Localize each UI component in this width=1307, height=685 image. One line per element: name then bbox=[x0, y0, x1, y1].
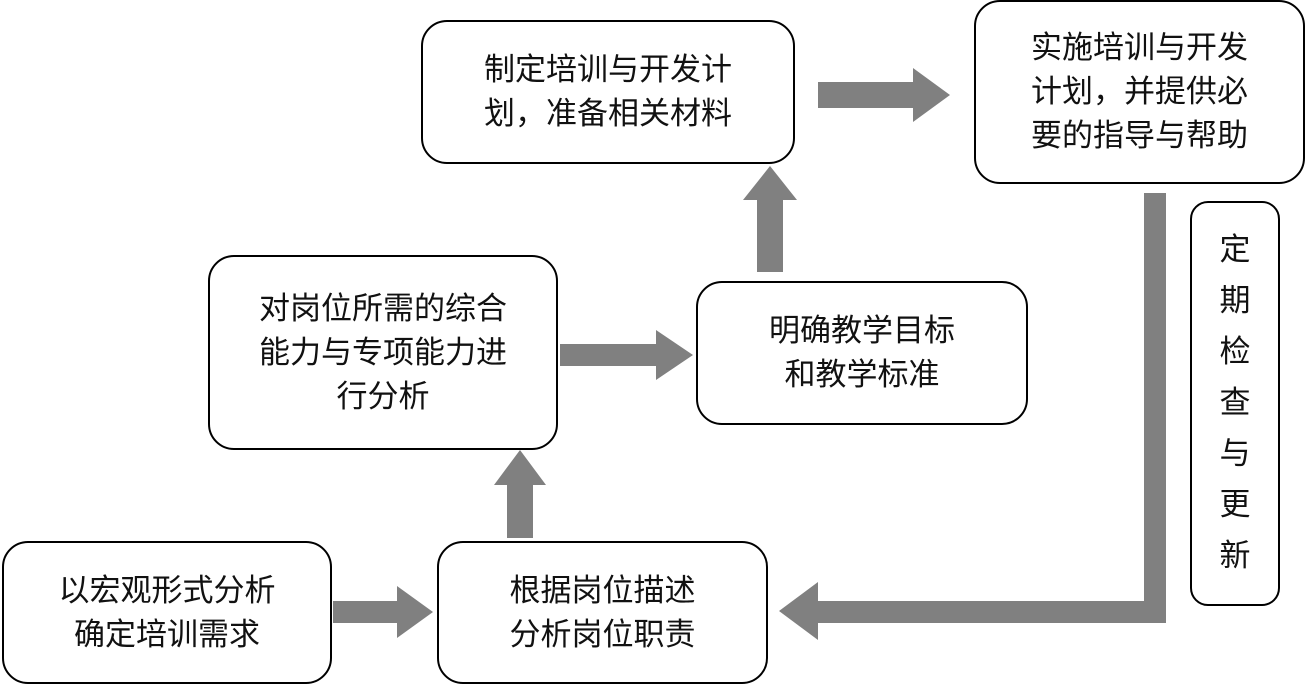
node-ability-analysis: 对岗位所需的综合 能力与专项能力进 行分析 bbox=[208, 255, 558, 450]
node-label: 定期检查与更新 bbox=[1219, 232, 1251, 574]
arrow-n4-to-n5 bbox=[743, 166, 797, 272]
node-label: 对岗位所需的综合 能力与专项能力进 行分析 bbox=[259, 290, 507, 415]
node-label: 以宏观形式分析 确定培训需求 bbox=[58, 572, 276, 653]
node-implement-plan: 实施培训与开发 计划，并提供必 要的指导与帮助 bbox=[974, 0, 1305, 184]
node-label: 明确教学目标 和教学标准 bbox=[769, 313, 955, 393]
node-periodic-review: 定期检查与更新 bbox=[1190, 201, 1280, 606]
arrow-n5-to-n6 bbox=[818, 68, 950, 122]
arrow-n2-to-n3 bbox=[494, 450, 546, 538]
node-label: 制定培训与开发计 划，准备相关材料 bbox=[484, 52, 732, 132]
arrow-n1-to-n2 bbox=[333, 586, 433, 638]
node-macro-analysis: 以宏观形式分析 确定培训需求 bbox=[2, 541, 332, 684]
arrow-n3-to-n4 bbox=[560, 330, 693, 380]
node-label: 实施培训与开发 计划，并提供必 要的指导与帮助 bbox=[1031, 30, 1248, 154]
node-job-duties: 根据岗位描述 分析岗位职责 bbox=[437, 541, 768, 684]
node-make-plan: 制定培训与开发计 划，准备相关材料 bbox=[421, 20, 795, 164]
node-label: 根据岗位描述 分析岗位职责 bbox=[509, 572, 696, 653]
arrow-n6-to-n2 bbox=[779, 193, 1166, 640]
node-teaching-goals: 明确教学目标 和教学标准 bbox=[696, 281, 1028, 425]
